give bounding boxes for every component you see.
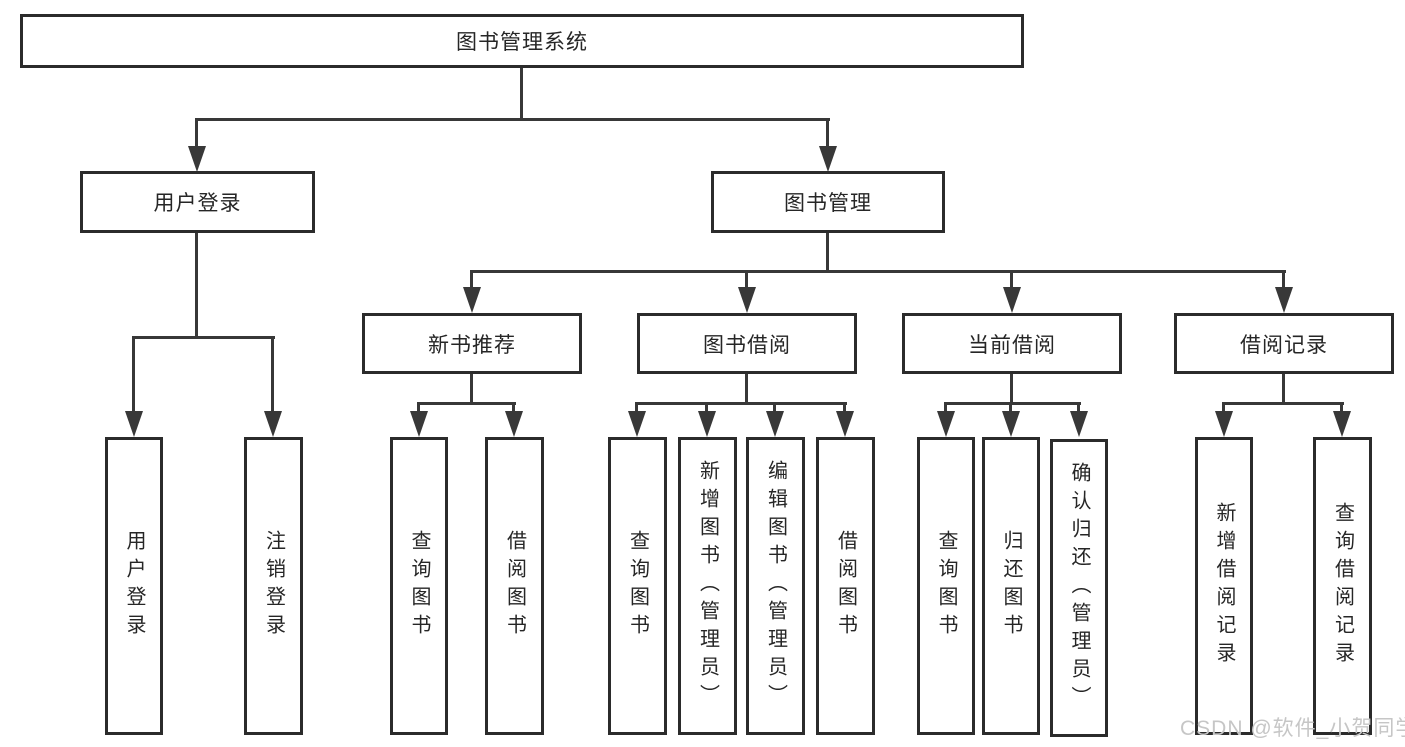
connector-book-mgmt-drop [826, 118, 829, 148]
connector-root-stem [520, 68, 523, 120]
arrowhead-down [505, 411, 523, 437]
node-current-borrowing: 当前借阅 [902, 313, 1122, 374]
node-book-management: 图书管理 [711, 171, 945, 233]
arrowhead-down [819, 146, 837, 172]
node-borrowing-records: 借阅记录 [1174, 313, 1394, 374]
leaf-edit-books-admin: 编辑图书（管理员） [746, 437, 805, 735]
arrowhead-down [188, 146, 206, 172]
arrowhead-down [1275, 287, 1293, 313]
leaf-query-borrow-record: 查询借阅记录 [1313, 437, 1372, 735]
connector-leaf-drop [843, 402, 846, 413]
connector-leaf-drop [512, 402, 515, 413]
connector-leaf-drop [1340, 402, 1343, 413]
leaf-query-books-recommend: 查询图书 [390, 437, 448, 735]
arrowhead-down [738, 287, 756, 313]
connector-group-stem [745, 374, 748, 404]
arrowhead-down [628, 411, 646, 437]
connector-group-stem [1282, 374, 1285, 404]
connector-leaf-drop [271, 336, 274, 413]
connector-level3-drop [1010, 270, 1013, 290]
leaf-user-login: 用户登录 [105, 437, 163, 735]
leaf-query-books-borrow: 查询图书 [608, 437, 667, 735]
connector-group-rail [635, 402, 847, 405]
connector-leaf-drop [1222, 402, 1225, 413]
node-library-system-root: 图书管理系统 [20, 14, 1024, 68]
connector-leaf-drop [417, 402, 420, 413]
connector-leaf-drop [1009, 402, 1012, 413]
node-book-borrowing: 图书借阅 [637, 313, 857, 374]
connector-leaf-drop [705, 402, 708, 413]
connector-level3-drop [745, 270, 748, 290]
connector-group-rail [1222, 402, 1344, 405]
leaf-add-books-admin: 新增图书（管理员） [678, 437, 737, 735]
connector-leaf-drop [944, 402, 947, 413]
csdn-watermark: CSDN @软件_小贺同学 [1180, 717, 1405, 740]
leaf-borrow-books-recommend: 借阅图书 [485, 437, 544, 735]
connector-user-login-stem [195, 233, 198, 338]
connector-level3-drop [1282, 270, 1285, 290]
arrowhead-down [410, 411, 428, 437]
leaf-confirm-return-admin: 确认归还（管理员） [1050, 439, 1108, 737]
leaf-query-books-current: 查询图书 [917, 437, 975, 735]
leaf-borrow-books: 借阅图书 [816, 437, 875, 735]
leaf-return-books: 归还图书 [982, 437, 1040, 735]
arrowhead-down [766, 411, 784, 437]
leaf-logout-login: 注销登录 [244, 437, 303, 735]
arrowhead-down [1003, 287, 1021, 313]
arrowhead-down [1070, 411, 1088, 437]
arrowhead-down [1333, 411, 1351, 437]
connector-group-stem [470, 374, 473, 404]
connector-leaf-drop [1077, 402, 1080, 413]
arrowhead-down [264, 411, 282, 437]
node-user-login: 用户登录 [80, 171, 315, 233]
connector-user-login-drop [195, 118, 198, 148]
connector-user-login-rail [132, 336, 275, 339]
arrowhead-down [463, 287, 481, 313]
connector-level2-rail [195, 118, 830, 121]
arrowhead-down [1215, 411, 1233, 437]
connector-group-stem [1010, 374, 1013, 404]
connector-book-mgmt-stem [826, 233, 829, 272]
arrowhead-down [1002, 411, 1020, 437]
arrowhead-down [937, 411, 955, 437]
connector-leaf-drop [132, 336, 135, 413]
connector-group-rail [417, 402, 516, 405]
connector-group-rail [944, 402, 1081, 405]
connector-level3-rail [470, 270, 1286, 273]
arrowhead-down [125, 411, 143, 437]
arrowhead-down [698, 411, 716, 437]
node-new-book-recommendation: 新书推荐 [362, 313, 582, 374]
connector-leaf-drop [635, 402, 638, 413]
leaf-add-borrow-record: 新增借阅记录 [1195, 437, 1253, 735]
arrowhead-down [836, 411, 854, 437]
connector-level3-drop [470, 270, 473, 290]
connector-leaf-drop [773, 402, 776, 413]
